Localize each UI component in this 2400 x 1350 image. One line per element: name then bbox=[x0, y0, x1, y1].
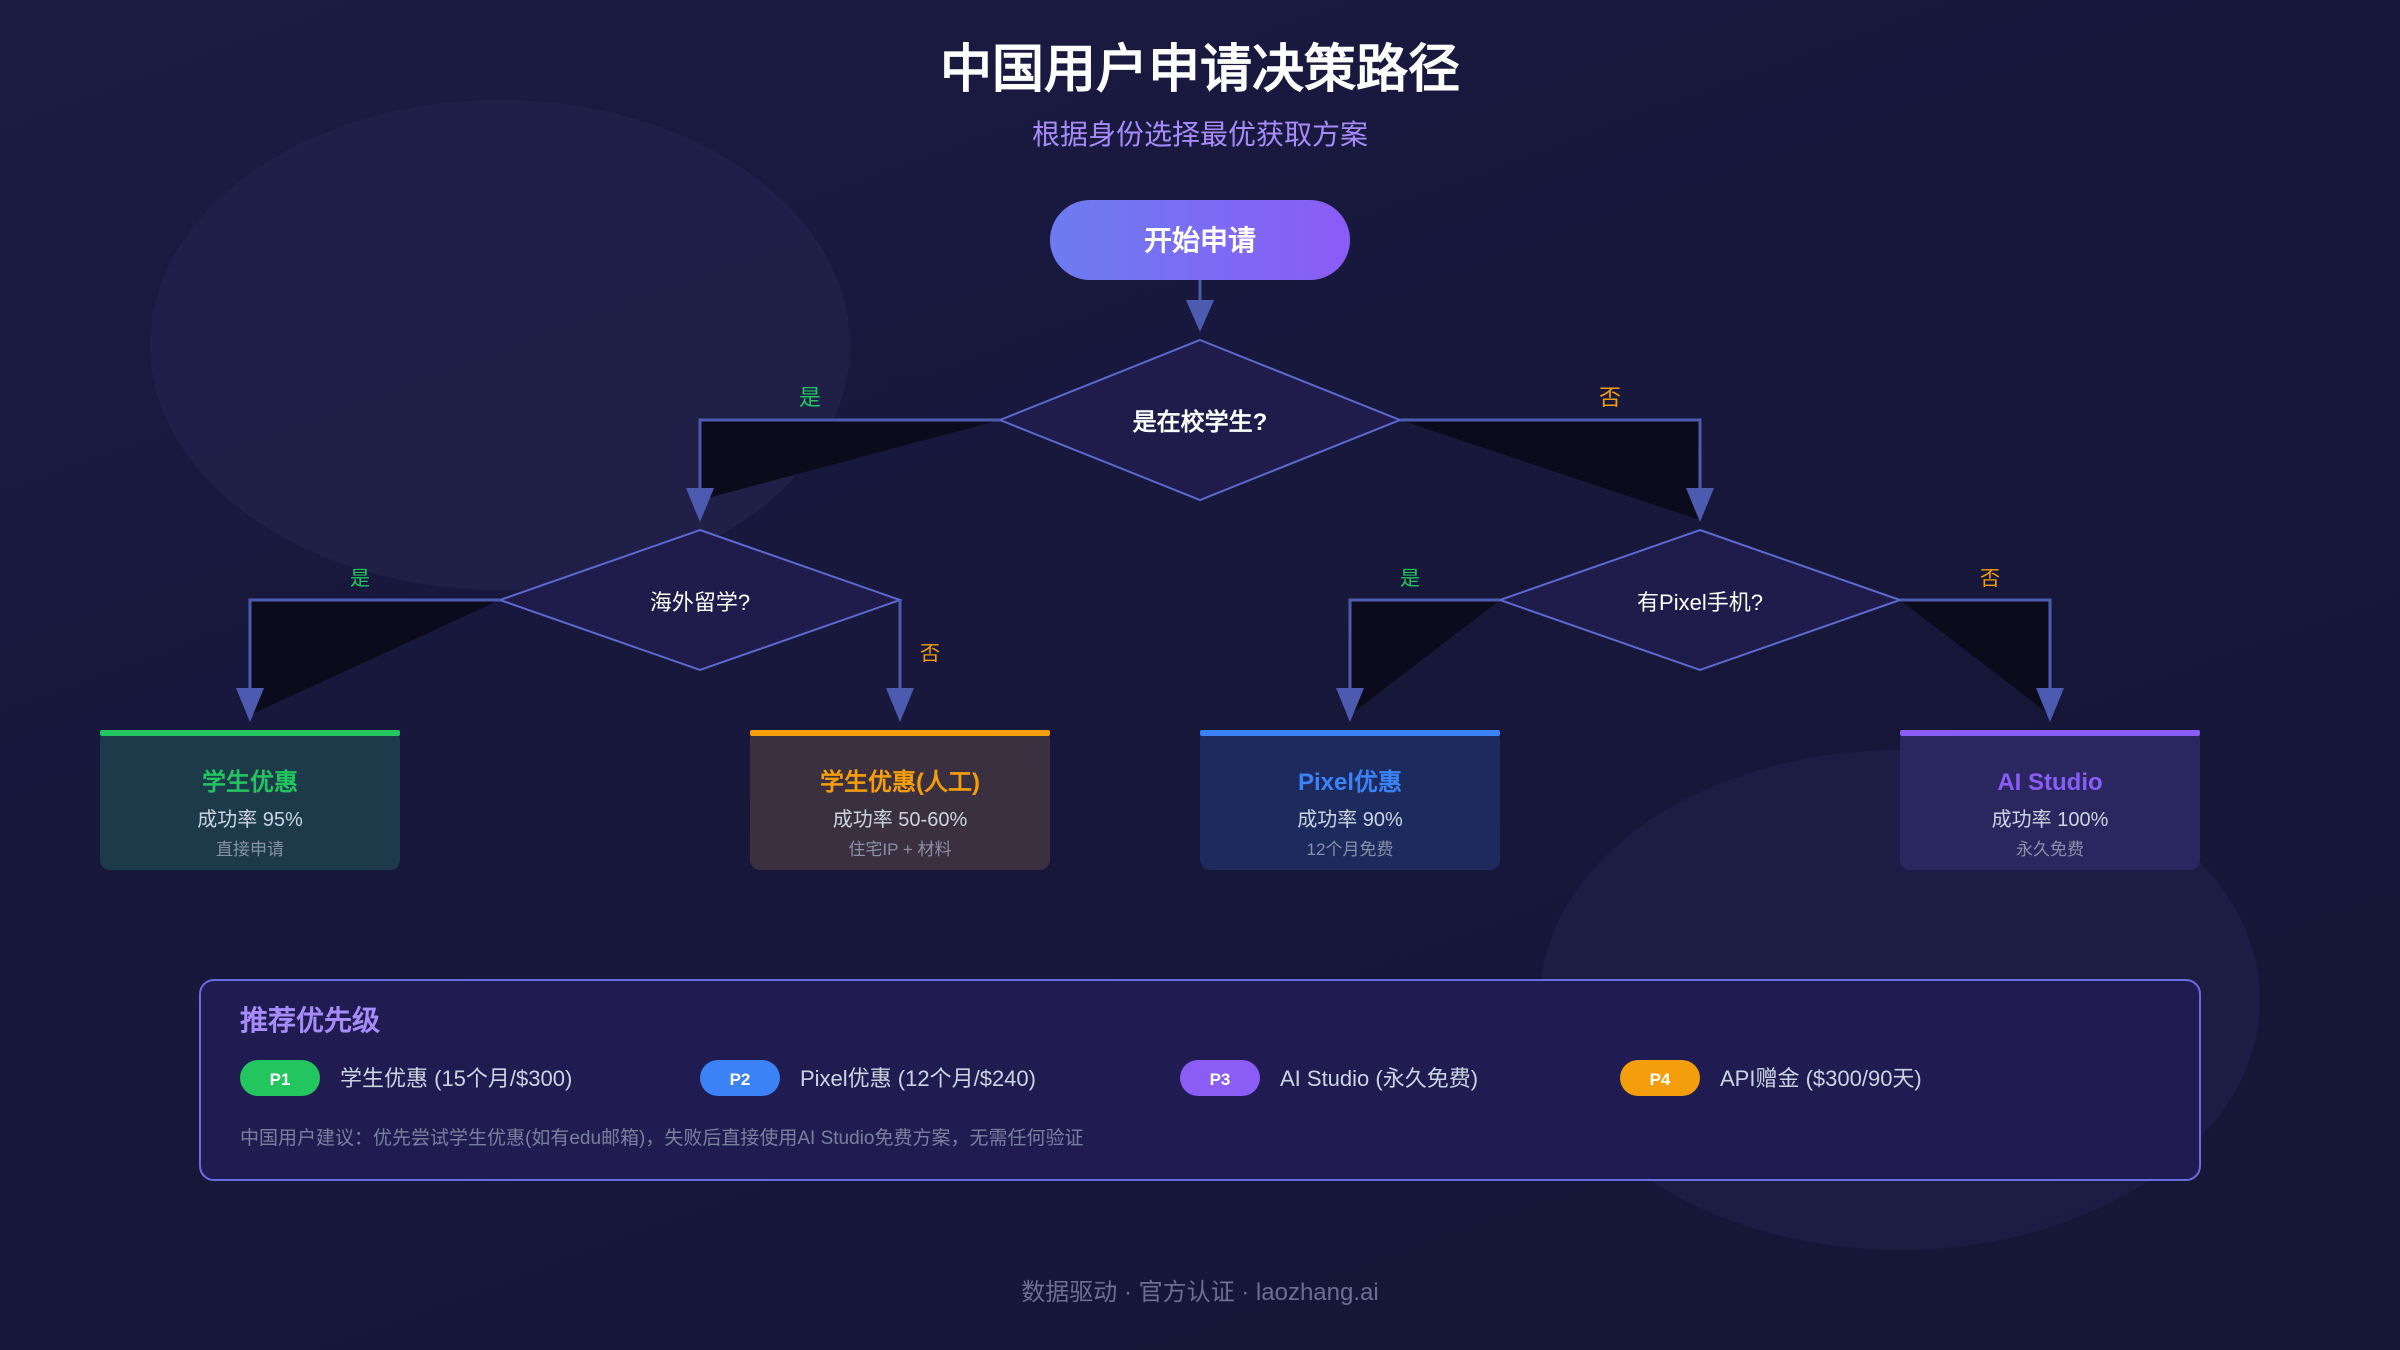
branch-student-no-label: 否 bbox=[1599, 385, 1621, 410]
outcome-card-accent bbox=[750, 730, 1050, 736]
decision-student: 是在校学生? bbox=[997, 338, 1403, 502]
decision-student-label: 是在校学生? bbox=[1133, 408, 1268, 436]
start-node-label: 开始申请 bbox=[1144, 225, 1256, 256]
outcome-note: 永久免费 bbox=[2016, 840, 2084, 859]
footer-text: 数据驱动 · 官方认证 · laozhang.ai bbox=[1021, 1279, 1378, 1306]
branch-abroad-yes-label: 是 bbox=[350, 568, 370, 590]
priority-item-p4: P4 API赠金 ($300/90天) bbox=[1620, 1060, 1922, 1096]
outcome-card-ai-studio: AI Studio 成功率 100% 永久免费 bbox=[1900, 730, 2200, 870]
outcome-note: 12个月免费 bbox=[1307, 840, 1394, 859]
priority-item-text: 学生优惠 (15个月/$300) bbox=[340, 1066, 572, 1091]
outcome-rate: 成功率 50-60% bbox=[833, 808, 968, 831]
branch-pixel-no-label: 否 bbox=[1980, 568, 2000, 590]
start-node: 开始申请 bbox=[1050, 200, 1350, 280]
priority-panel: 推荐优先级 P1 学生优惠 (15个月/$300) P2 Pixel优惠 (12… bbox=[199, 979, 2201, 1181]
branch-pixel-yes-label: 是 bbox=[1400, 568, 1420, 590]
priority-item-p1: P1 学生优惠 (15个月/$300) bbox=[240, 1060, 572, 1096]
outcome-title: AI Studio bbox=[1997, 769, 2102, 796]
priority-item-p2: P2 Pixel优惠 (12个月/$240) bbox=[700, 1060, 1036, 1096]
decision-pixel-label: 有Pixel手机? bbox=[1637, 590, 1763, 615]
priority-item-text: AI Studio (永久免费) bbox=[1280, 1066, 1478, 1091]
priority-badge bbox=[240, 1060, 320, 1096]
outcome-card-accent bbox=[1200, 730, 1500, 736]
priority-badge-label: P2 bbox=[730, 1070, 751, 1089]
outcome-card-bg bbox=[750, 730, 1050, 870]
priority-item-p3: P3 AI Studio (永久免费) bbox=[1180, 1060, 1478, 1096]
background-blob-left bbox=[150, 100, 850, 590]
outcome-note: 直接申请 bbox=[216, 840, 284, 859]
branch-pixel-no bbox=[1900, 598, 2064, 722]
branch-abroad-yes bbox=[236, 598, 500, 722]
priority-heading: 推荐优先级 bbox=[240, 1005, 380, 1036]
outcome-card-bg bbox=[100, 730, 400, 870]
branch-abroad-no-label: 否 bbox=[920, 643, 940, 665]
priority-badge bbox=[1620, 1060, 1700, 1096]
branch-pixel-yes bbox=[1336, 598, 1500, 722]
decision-pixel: 有Pixel手机? bbox=[1496, 528, 1904, 672]
priority-badge-label: P3 bbox=[1210, 1070, 1231, 1089]
outcome-title: 学生优惠 bbox=[202, 768, 298, 796]
priority-badge-label: P4 bbox=[1650, 1070, 1671, 1089]
outcome-card-student-manual: 学生优惠(人工) 成功率 50-60% 住宅IP + 材料 bbox=[750, 730, 1050, 870]
outcome-card-bg bbox=[1900, 730, 2200, 870]
branch-student-yes-label: 是 bbox=[799, 385, 821, 410]
outcome-rate: 成功率 100% bbox=[1992, 808, 2109, 831]
outcome-note: 住宅IP + 材料 bbox=[848, 840, 951, 859]
decision-abroad: 海外留学? bbox=[496, 528, 904, 672]
outcome-card-accent bbox=[1900, 730, 2200, 736]
outcome-rate: 成功率 95% bbox=[197, 808, 303, 831]
outcome-rate: 成功率 90% bbox=[1297, 808, 1403, 831]
priority-item-text: Pixel优惠 (12个月/$240) bbox=[800, 1066, 1036, 1091]
branch-student-yes bbox=[686, 418, 1000, 522]
priority-badge bbox=[1180, 1060, 1260, 1096]
outcome-card-bg bbox=[1200, 730, 1500, 870]
page-title: 中国用户申请决策路径 bbox=[940, 41, 1460, 99]
branch-abroad-no bbox=[886, 600, 914, 722]
priority-badge-label: P1 bbox=[270, 1070, 291, 1089]
branch-student-no bbox=[1400, 418, 1714, 522]
priority-badge bbox=[700, 1060, 780, 1096]
connector-start-to-student bbox=[1186, 280, 1214, 332]
outcome-card-accent bbox=[100, 730, 400, 736]
outcome-title: 学生优惠(人工) bbox=[820, 768, 980, 796]
page-subtitle: 根据身份选择最优获取方案 bbox=[1032, 119, 1368, 150]
outcome-card-student: 学生优惠 成功率 95% 直接申请 bbox=[100, 730, 400, 870]
outcome-card-pixel: Pixel优惠 成功率 90% 12个月免费 bbox=[1200, 730, 1500, 870]
decision-abroad-label: 海外留学? bbox=[650, 590, 750, 615]
outcome-title: Pixel优惠 bbox=[1298, 768, 1402, 796]
priority-item-text: API赠金 ($300/90天) bbox=[1720, 1066, 1922, 1091]
priority-advice: 中国用户建议：优先尝试学生优惠(如有edu邮箱)，失败后直接使用AI Studi… bbox=[240, 1127, 1083, 1149]
